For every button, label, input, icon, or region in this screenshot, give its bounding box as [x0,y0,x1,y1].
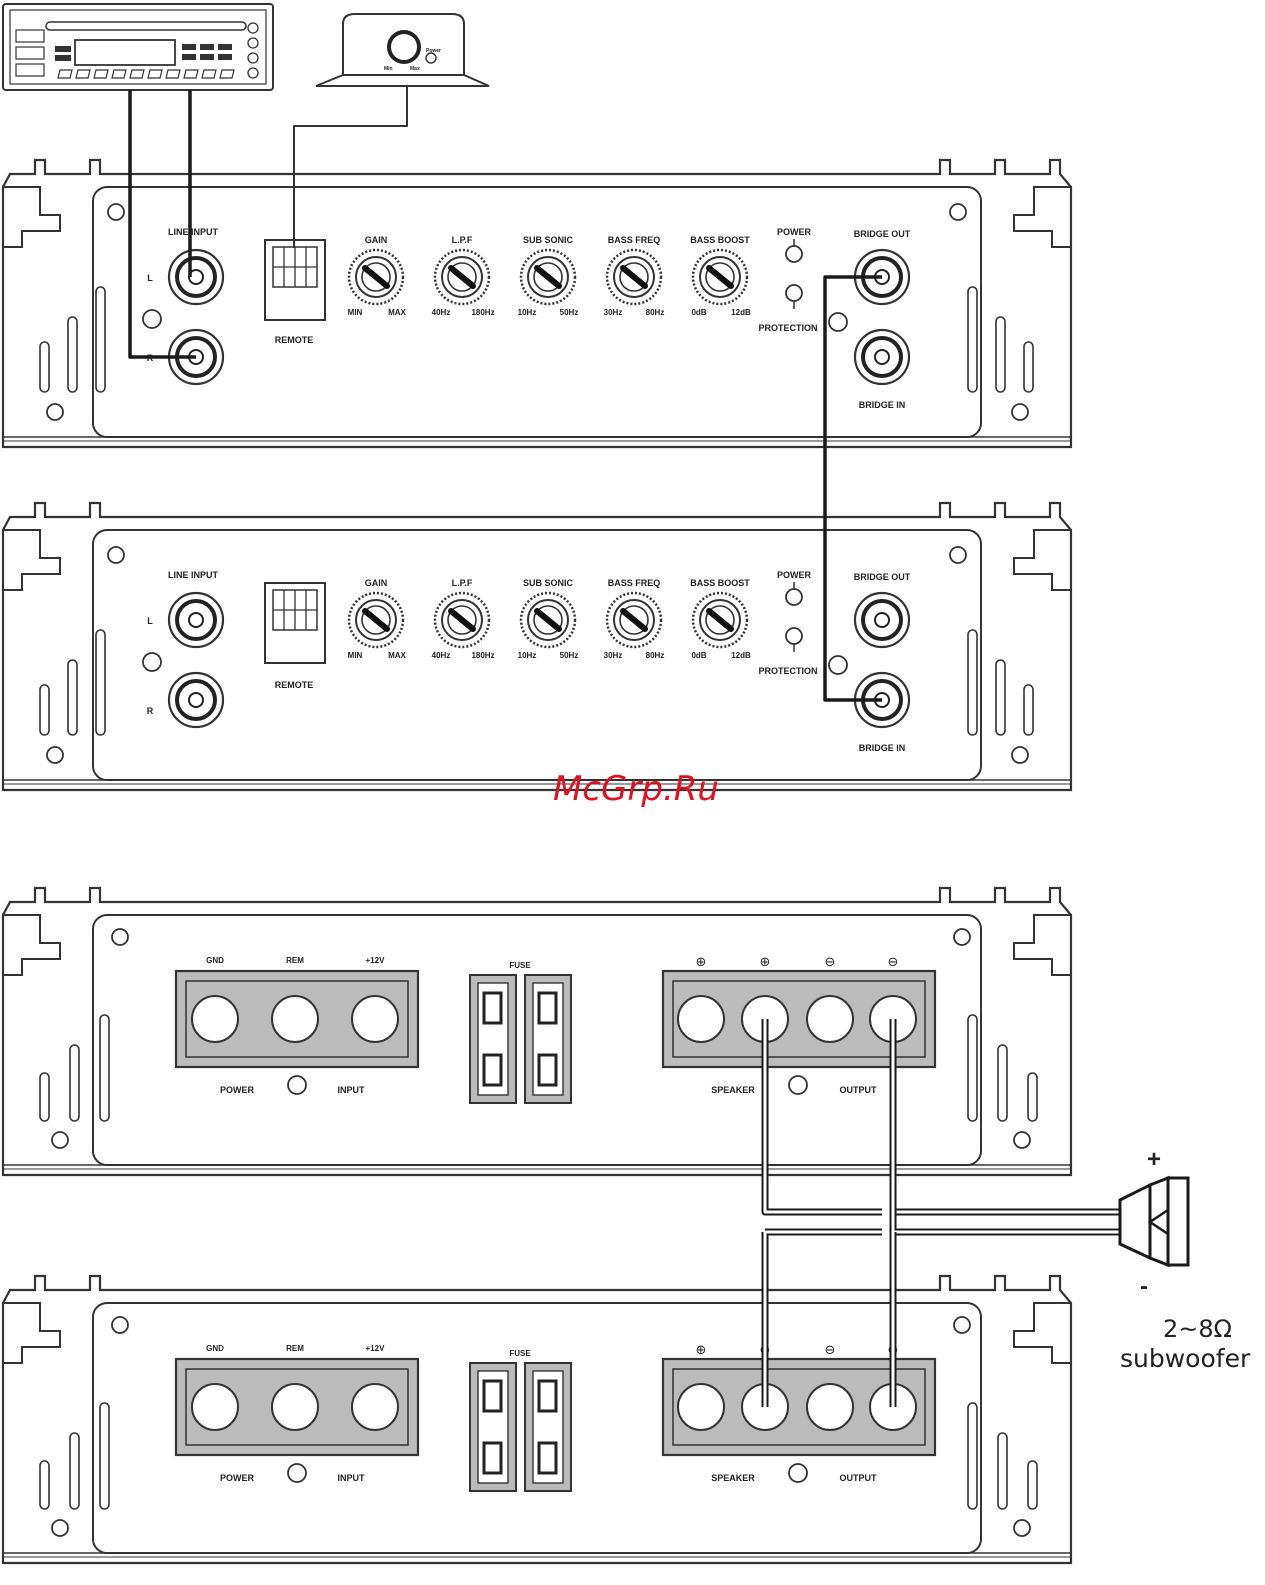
amp2-knob-bassfreq-min: 30Hz [604,651,623,660]
amp1-knob-subsonic-max: 50Hz [560,308,579,317]
amp1-knob-bassboost-max: 12dB [731,308,751,317]
watermark: McGrp.Ru [553,769,719,809]
amp1-gnd-label: GND [206,956,224,965]
subwoofer-minus-sign: - [1140,1273,1148,1300]
amplifier-1-rear-panel [1,886,1073,1177]
amp2-knob-bassboost-max: 12dB [731,651,751,660]
amp2-knob-subsonic-max: 50Hz [560,651,579,660]
amp2-bridge-out-label: BRIDGE OUT [854,572,911,582]
amp1-power-label: POWER [220,1085,255,1095]
amplifier-2-front-panel [3,503,1071,790]
amp2-power-label: POWER [220,1473,255,1483]
amp1-bridge-out-label: BRIDGE OUT [854,229,911,239]
amp2-knob-gain-title: GAIN [365,578,388,588]
amp1-fuse-label: FUSE [509,961,531,970]
amp2-terminal-sign-1: ⊕ [696,1343,707,1358]
amp2-remote-label: REMOTE [275,680,314,690]
amp2-power-led-label: POWER [777,570,812,580]
amp1-line-input-label: LINE INPUT [168,227,219,237]
amp2-protection-led-label: PROTECTION [758,666,817,676]
amp2-knob-bassboost-title: BASS BOOST [690,578,750,588]
amp1-remote-label: REMOTE [275,335,314,345]
amp2-knob-lpf-max: 180Hz [471,651,494,660]
bass-remote-power-label: Power [426,48,441,54]
amp1-knob-bassfreq-max: 80Hz [646,308,665,317]
amp1-knob-lpf-max: 180Hz [471,308,494,317]
bass-remote: Min Max Power [315,13,490,87]
head-unit [2,3,274,91]
amp2-speaker-label: SPEAKER [711,1473,755,1483]
amp2-left-label: L [147,616,153,626]
amp1-protection-led-label: PROTECTION [758,323,817,333]
amp2-knob-gain-min: MIN [348,651,363,660]
amp1-left-label: L [147,273,153,283]
amp1-front-labels: LINE INPUT L R REMOTE GAIN MIN MAX L.P.F… [147,227,911,410]
amp1-bridge-in-label: BRIDGE IN [859,400,906,410]
bass-remote-min-label: Min [384,66,393,72]
subwoofer-impedance: 2~8Ω [1163,1315,1232,1343]
amp1-terminal-sign-2: ⊕ [760,955,771,970]
amp1-speaker-label: SPEAKER [711,1085,755,1095]
subwoofer: + - 2~8Ω subwoofer [1118,1146,1251,1373]
amp1-knob-gain-title: GAIN [365,235,388,245]
amp2-fuse-label: FUSE [509,1349,531,1358]
amplifier-1-front-panel [3,160,1071,447]
amp2-knob-lpf-min: 40Hz [432,651,451,660]
amp1-terminal-sign-3: ⊖ [825,955,836,970]
amp1-knob-subsonic-min: 10Hz [518,308,537,317]
amp1-output-label: OUTPUT [840,1085,878,1095]
amp2-output-label: OUTPUT [840,1473,878,1483]
amp1-power-led-label: POWER [777,227,812,237]
amp2-front-labels: LINE INPUT L R REMOTE GAIN MIN MAX L.P.F… [147,570,911,753]
amp2-gnd-label: GND [206,1344,224,1353]
amp1-input-label: INPUT [338,1085,366,1095]
amp2-knob-subsonic-min: 10Hz [518,651,537,660]
amp2-knob-bassfreq-title: BASS FREQ [608,578,661,588]
amp2-terminal-sign-3: ⊖ [825,1343,836,1358]
amp2-12v-label: +12V [366,1344,386,1353]
subwoofer-name: subwoofer [1120,1344,1251,1373]
bass-remote-cable [293,86,408,248]
amp1-terminal-sign-1: ⊕ [696,955,707,970]
amp2-input-label: INPUT [338,1473,366,1483]
amp1-knob-lpf-title: L.P.F [452,235,473,245]
amp1-knob-subsonic-title: SUB SONIC [523,235,574,245]
bass-remote-max-label: Max [410,66,420,72]
amp1-knob-gain-max: MAX [388,308,406,317]
amp2-line-input-label: LINE INPUT [168,570,219,580]
amp2-bridge-in-label: BRIDGE IN [859,743,906,753]
bridge-cable [823,275,882,702]
amp2-knob-bassboost-min: 0dB [691,651,706,660]
amp2-rem-label: REM [286,1344,304,1353]
wiring [128,86,1120,1407]
amp2-knob-subsonic-title: SUB SONIC [523,578,574,588]
amp1-rear-labels: GND REM +12V FUSE POWER INPUT SPEAKER OU… [206,955,898,1095]
amp1-rem-label: REM [286,956,304,965]
amp1-terminal-sign-4: ⊖ [888,955,899,970]
amp1-12v-label: +12V [366,956,386,965]
amplifier-2-rear-panel [1,1274,1073,1565]
amp2-knob-bassfreq-max: 80Hz [646,651,665,660]
amp1-knob-bassfreq-min: 30Hz [604,308,623,317]
amp1-knob-lpf-min: 40Hz [432,308,451,317]
subwoofer-plus-sign: + [1147,1146,1161,1173]
amp2-knob-gain-max: MAX [388,651,406,660]
rca-cable-right [128,90,196,359]
amp1-knob-bassboost-min: 0dB [691,308,706,317]
amp1-knob-gain-min: MIN [348,308,363,317]
amp2-right-label: R [147,706,154,716]
amp1-knob-bassboost-title: BASS BOOST [690,235,750,245]
amp1-knob-bassfreq-title: BASS FREQ [608,235,661,245]
amp2-knob-lpf-title: L.P.F [452,578,473,588]
